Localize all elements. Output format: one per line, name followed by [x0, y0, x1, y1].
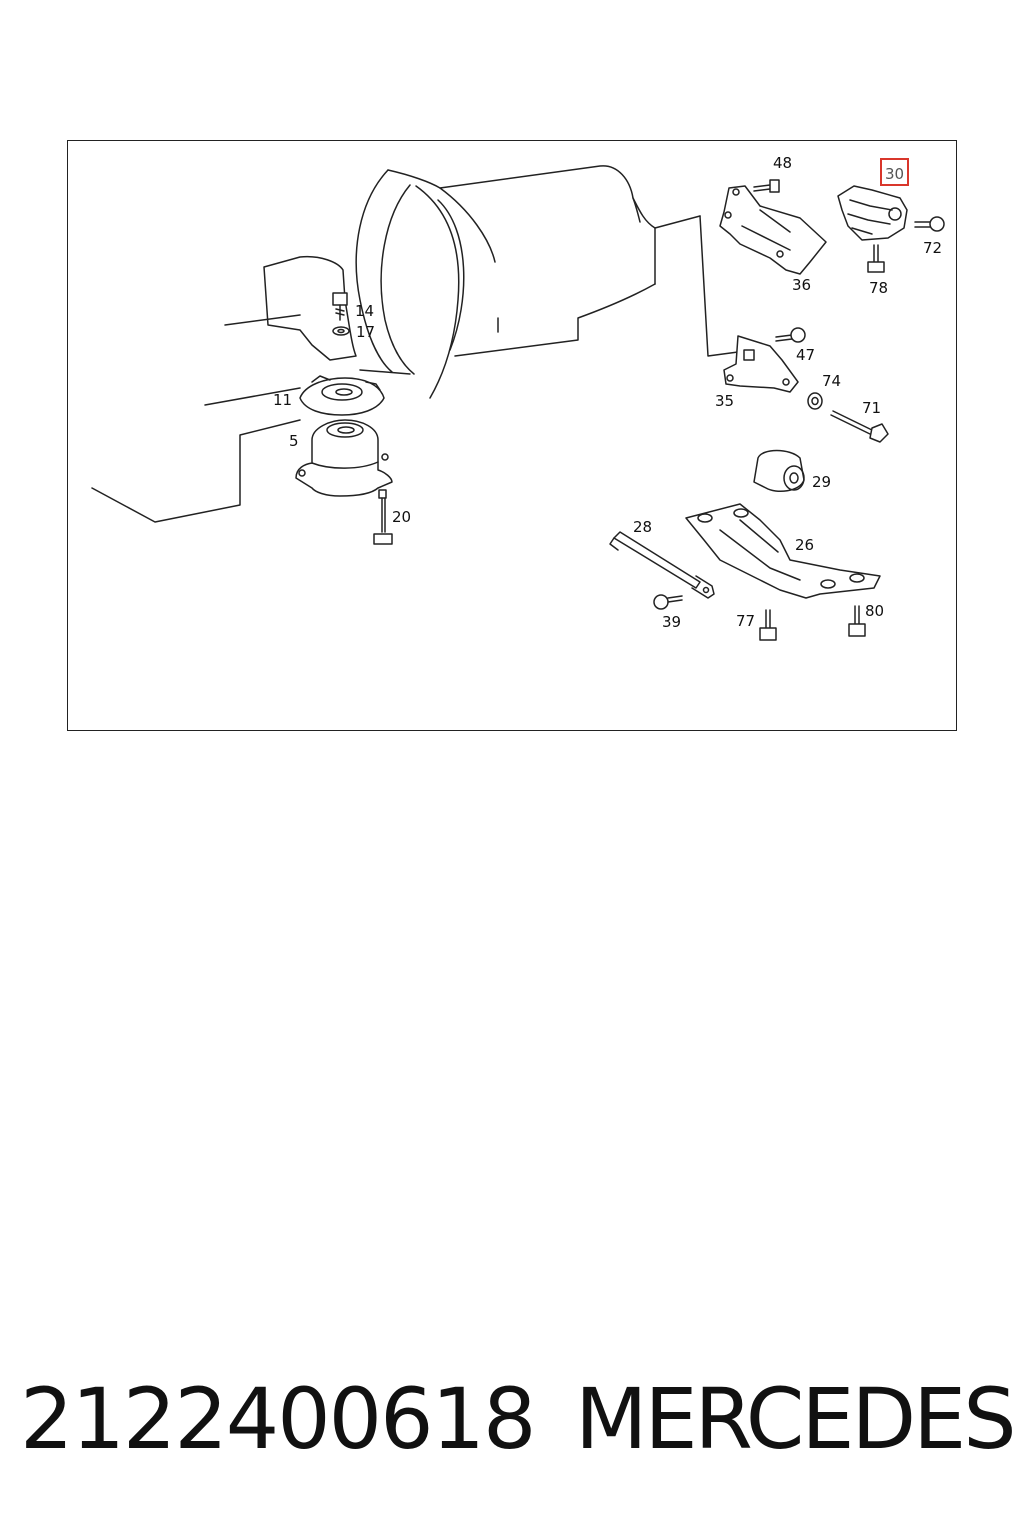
brand-name: MERCEDES	[575, 1370, 1017, 1468]
exploded-parts-diagram	[91, 165, 945, 641]
callout-78: 78	[869, 279, 889, 297]
bolt-80-icon	[848, 605, 866, 637]
callout-72: 72	[923, 239, 943, 257]
callout-14: 14	[355, 302, 375, 320]
callout-48: 48	[773, 154, 793, 172]
callout-11: 11	[273, 391, 293, 409]
bolt-72-icon	[914, 216, 945, 232]
callout-47: 47	[796, 346, 816, 364]
callout-80: 80	[865, 602, 885, 620]
callout-29: 29	[812, 473, 832, 491]
bracket-36-icon	[719, 185, 827, 275]
callout-5: 5	[289, 432, 299, 450]
transmission-outline	[91, 165, 739, 523]
bracket-35-icon	[723, 335, 799, 393]
washer-17-icon	[332, 326, 350, 336]
callout-35: 35	[715, 392, 735, 410]
callout-28: 28	[633, 518, 653, 536]
bolt-71-icon	[830, 410, 889, 443]
damper-28-icon	[609, 531, 715, 599]
bolt-39-icon	[653, 594, 683, 610]
callout-17: 17	[356, 323, 376, 341]
bolt-78-icon	[867, 244, 885, 273]
callout-71: 71	[862, 399, 882, 417]
mount-plate-11-icon	[299, 375, 385, 416]
callout-20: 20	[392, 508, 412, 526]
callout-26: 26	[795, 536, 815, 554]
callout-30-highlighted: 30	[880, 158, 910, 186]
bolt-47-icon	[775, 327, 806, 343]
transmission-mount-30-icon	[837, 185, 908, 241]
callout-36: 36	[792, 276, 812, 294]
bolt-14-icon	[332, 292, 348, 321]
washer-74-icon	[807, 392, 823, 410]
bolt-20-icon	[373, 489, 393, 545]
callout-77: 77	[736, 612, 756, 630]
caption: 2122400618 MERCEDES	[0, 1370, 1024, 1470]
callout-39: 39	[662, 613, 682, 631]
bolt-77-icon	[759, 609, 777, 641]
crossmember-26-icon	[685, 503, 881, 599]
part-number: 2122400618	[20, 1370, 536, 1468]
bolt-48-icon	[753, 179, 780, 193]
bushing-29-icon	[753, 449, 805, 493]
engine-mount-5-icon	[295, 419, 393, 497]
callout-74: 74	[822, 372, 842, 390]
